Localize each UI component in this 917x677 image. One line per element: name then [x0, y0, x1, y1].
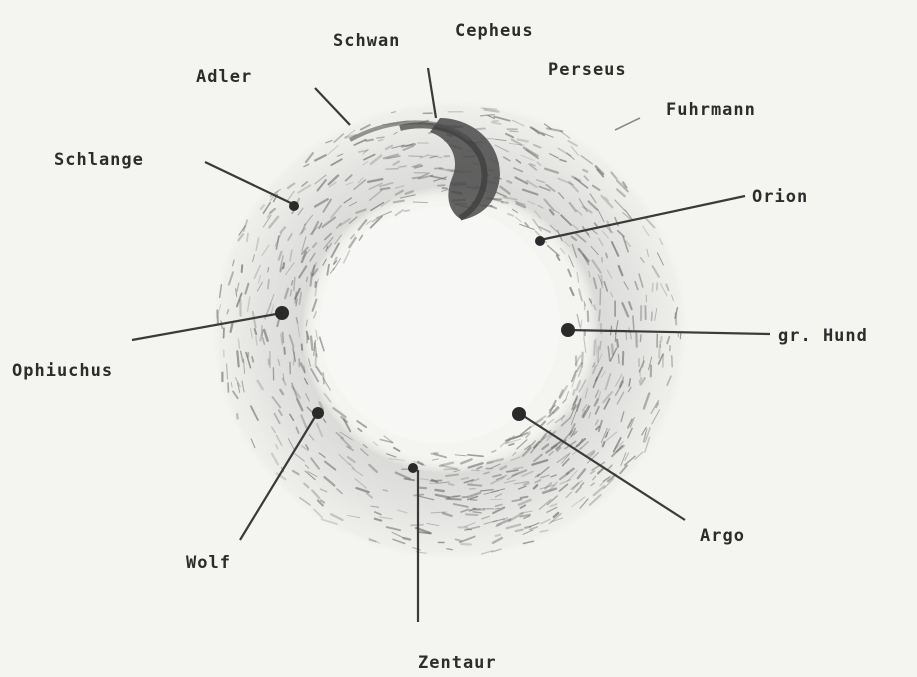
- hatch-stroke: [660, 342, 661, 347]
- hatch-stroke: [583, 170, 587, 172]
- hatch-stroke: [612, 344, 613, 354]
- dot-zentaur: [408, 463, 418, 473]
- hatch-stroke: [292, 281, 293, 285]
- dot-schlange: [289, 201, 299, 211]
- hatch-stroke: [284, 348, 285, 354]
- hatch-stroke: [237, 414, 238, 419]
- label-zentaur: Zentaur: [418, 653, 497, 673]
- dot-orion: [535, 236, 545, 246]
- hatch-stroke: [304, 366, 305, 373]
- hatch-stroke: [431, 512, 446, 513]
- hatch-stroke: [602, 258, 603, 262]
- hatch-stroke: [598, 346, 599, 362]
- label-schwan: Schwan: [333, 31, 400, 51]
- hatch-stroke: [430, 481, 441, 482]
- hatch-stroke: [507, 181, 511, 183]
- hatch-stroke: [573, 390, 574, 395]
- hatch-stroke: [661, 337, 662, 342]
- hatch-stroke: [618, 355, 619, 364]
- hatch-stroke: [589, 272, 590, 277]
- hatch-stroke: [366, 140, 373, 141]
- hatch-stroke: [405, 211, 410, 212]
- hatch-stroke: [432, 453, 438, 454]
- label-perseus: Perseus: [548, 60, 627, 80]
- hatch-stroke: [386, 169, 398, 170]
- hatch-stroke: [601, 275, 602, 287]
- hatch-stroke: [252, 357, 253, 362]
- hatch-stroke: [525, 527, 530, 528]
- hatch-stroke: [311, 337, 313, 350]
- leader-fuhrmann: [615, 118, 640, 130]
- hatch-stroke: [640, 335, 641, 342]
- hatch-stroke: [516, 530, 523, 532]
- hatch-stroke: [623, 352, 624, 365]
- hatch-stroke: [521, 497, 528, 498]
- hatch-stroke: [283, 332, 284, 342]
- hatch-stroke: [476, 129, 485, 130]
- hatch-stroke: [311, 274, 312, 286]
- label-wolf: Wolf: [186, 553, 231, 573]
- hatch-stroke: [603, 442, 605, 446]
- hatch-stroke: [302, 344, 303, 350]
- hatch-stroke: [502, 202, 508, 203]
- hatch-stroke: [418, 532, 430, 533]
- hatch-stroke: [283, 263, 284, 268]
- hatch-stroke: [413, 202, 427, 203]
- hatch-stroke: [242, 265, 243, 272]
- hatch-stroke: [633, 316, 634, 329]
- hatch-stroke: [381, 188, 390, 189]
- hatch-stroke: [377, 137, 384, 138]
- hatch-stroke: [606, 254, 607, 258]
- hatch-stroke: [524, 483, 529, 485]
- hatch-stroke: [599, 310, 600, 321]
- leader-adler: [315, 88, 350, 125]
- hatch-stroke: [290, 290, 291, 296]
- label-schlange: Schlange: [54, 150, 144, 170]
- hatch-stroke: [449, 484, 453, 485]
- label-ophiuchus: Ophiuchus: [12, 361, 113, 381]
- hatch-stroke: [268, 280, 269, 289]
- dot-argo: [512, 407, 526, 421]
- dot-ophiuchus: [275, 306, 289, 320]
- hatch-stroke: [582, 353, 583, 367]
- hatch-stroke: [496, 535, 500, 536]
- label-argo: Argo: [700, 526, 745, 546]
- label-fuhrmann: Fuhrmann: [666, 100, 756, 120]
- hatch-stroke: [413, 178, 419, 179]
- hatch-stroke: [409, 156, 422, 157]
- hatch-stroke: [446, 499, 461, 500]
- dot-wolf: [312, 407, 324, 419]
- hatch-stroke: [510, 131, 518, 132]
- hatch-stroke: [652, 284, 653, 292]
- ring-inner-hole: [320, 207, 560, 443]
- hatch-stroke: [461, 478, 468, 479]
- hatch-stroke: [404, 538, 410, 539]
- hatch-stroke: [594, 340, 595, 355]
- label-gr-hund: gr. Hund: [778, 326, 868, 346]
- hatch-stroke: [617, 340, 618, 347]
- dot-gr-hund: [561, 323, 575, 337]
- hatch-stroke: [468, 485, 481, 486]
- hatch-stroke: [247, 234, 248, 242]
- label-adler: Adler: [196, 67, 252, 87]
- hatch-stroke: [466, 514, 477, 515]
- hatch-stroke: [435, 490, 443, 491]
- label-orion: Orion: [752, 187, 808, 207]
- hatch-stroke: [600, 342, 601, 350]
- label-cepheus: Cepheus: [455, 21, 534, 41]
- hatch-stroke: [237, 351, 238, 366]
- hatch-stroke: [659, 345, 660, 357]
- hatch-stroke: [383, 490, 387, 491]
